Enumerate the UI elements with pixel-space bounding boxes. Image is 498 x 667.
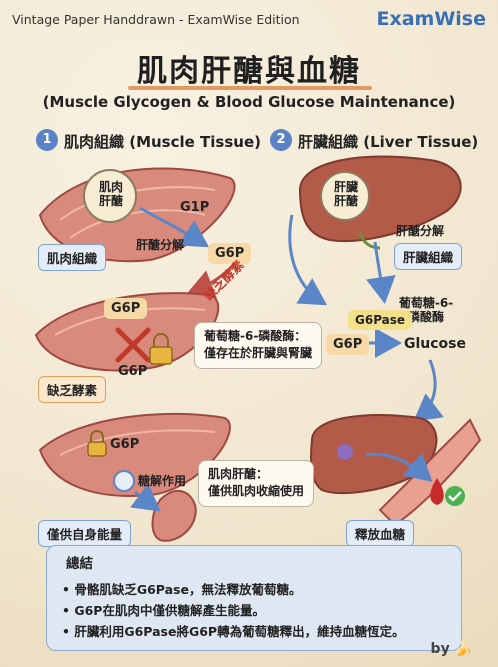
muscle-note-line1: 肌肉肝醣： bbox=[208, 467, 269, 481]
enzyme-lack-arrow bbox=[186, 261, 238, 299]
glycogenolysis-label: 肝醣分解 bbox=[136, 238, 185, 252]
liver-glycogen-label: 肝臟 肝醣 bbox=[331, 180, 361, 209]
byline: by 🍌 bbox=[430, 641, 472, 657]
g6pase-badge: G6Pase bbox=[348, 310, 413, 330]
glycolysis-label: 糖解作用 bbox=[138, 474, 187, 488]
g6pase-name-line2: 磷酸酶 bbox=[407, 310, 444, 325]
glucose-release-arrow bbox=[413, 359, 444, 422]
section-2-number: 2 bbox=[270, 129, 292, 151]
blood-release-arrow bbox=[365, 452, 433, 482]
muscle-glycogen-line2: 肝醣 bbox=[98, 194, 123, 209]
muscle-energy-arrow bbox=[130, 483, 161, 512]
muscle-note-line2: 僅供肌肉收縮使用 bbox=[208, 484, 305, 499]
page-title: 肌肉肝醣與血糖 bbox=[137, 54, 361, 89]
summary-item-2: • G6P在肌肉中僅供糖解產生能量。 bbox=[62, 603, 265, 618]
self-energy-tag: 僅供自身能量 bbox=[38, 520, 132, 547]
liver-glycogen-line1: 肝臟 bbox=[333, 180, 358, 194]
g6pase-note-line2: 僅存在於肝臟與腎臟 bbox=[204, 346, 313, 361]
section-1-label: 肌肉組織 (Muscle Tissue) bbox=[64, 133, 261, 151]
muscle-glycogen-line1: 肌肉 bbox=[98, 180, 123, 194]
glucose-label: Glucose bbox=[404, 336, 467, 352]
glycogenolysis-arrow bbox=[139, 206, 210, 248]
liver-g6p-arrow bbox=[365, 241, 396, 304]
g6p-label-trapped: G6P bbox=[118, 364, 148, 379]
enzyme-lack-tag: 缺乏酵素 bbox=[38, 376, 107, 403]
g6p-badge-2: G6P bbox=[104, 298, 148, 319]
g6pase-note-line1: 葡萄糖-6-磷酸酶： bbox=[204, 329, 307, 343]
liver-glycogen-arrow bbox=[288, 214, 328, 306]
liver-glycogenolysis-label: 肝醣分解 bbox=[396, 224, 445, 238]
liver-illustration-1 bbox=[298, 155, 462, 250]
summary-item-1: • 骨骼肌缺乏G6Pase，無法釋放葡萄糖。 bbox=[62, 582, 302, 597]
summary-heading: 總結 bbox=[66, 556, 93, 572]
liver-glycogen-line2: 肝醣 bbox=[333, 194, 358, 209]
g6p-badge-liver: G6P bbox=[326, 334, 370, 355]
g6pase-name-label: 葡萄糖-6- 磷酸酶 bbox=[398, 296, 454, 325]
section-1-number: 1 bbox=[36, 129, 58, 151]
g6pase-name-line1: 葡萄糖-6- bbox=[398, 296, 454, 310]
muscle-glycogen-label: 肌肉 肝醣 bbox=[96, 180, 126, 209]
edition-label: Vintage Paper Handdrawn - ExamWise Editi… bbox=[12, 12, 300, 27]
summary-box bbox=[46, 545, 462, 651]
muscle-glycogen-use-note: 肌肉肝醣： 僅供肌肉收縮使用 bbox=[198, 460, 315, 507]
summary-item-3: • 肝臟利用G6Pase將G6P轉為葡萄糖釋出，維持血糖恆定。 bbox=[62, 624, 405, 639]
muscle-tissue-tag: 肌肉組織 bbox=[38, 244, 107, 271]
g6pase-location-note: 葡萄糖-6-磷酸酶： 僅存在於肝臟與腎臟 bbox=[194, 322, 323, 369]
muscle-tissue-illustration-3 bbox=[38, 412, 231, 542]
g6p-label-3: G6P bbox=[110, 437, 140, 452]
release-glucose-tag: 釋放血糖 bbox=[346, 520, 415, 547]
brand-logo: ExamWise bbox=[376, 8, 486, 30]
g6p-badge-1: G6P bbox=[208, 243, 252, 264]
section-2-label: 肝臟組織 (Liver Tissue) bbox=[298, 133, 479, 151]
liver-tissue-tag: 肝臟組織 bbox=[394, 243, 463, 270]
page-subtitle: (Muscle Glycogen & Blood Glucose Mainten… bbox=[42, 93, 456, 111]
liver-blood-illustration bbox=[310, 413, 482, 527]
g1p-label: G1P bbox=[180, 200, 210, 215]
title-underline bbox=[128, 86, 372, 90]
